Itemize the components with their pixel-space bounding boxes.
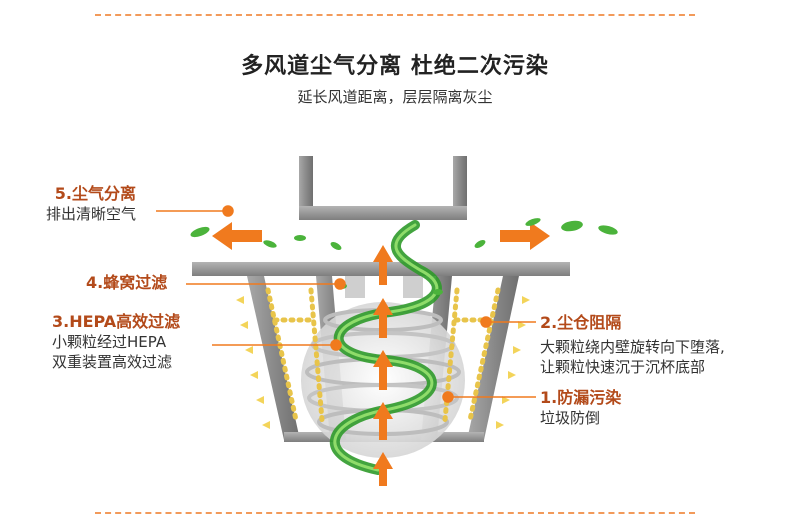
leader-lines bbox=[156, 205, 536, 403]
label-leak-prevention: 1.防漏污染 垃圾防倒 bbox=[540, 388, 621, 428]
bottom-dashed-divider bbox=[95, 512, 695, 514]
outflow-arrows bbox=[236, 296, 530, 429]
airflow-spiral bbox=[329, 220, 442, 475]
hepa-dots bbox=[265, 287, 501, 423]
page-subtitle: 延长风道距离，层层隔离灰尘 bbox=[297, 88, 493, 106]
page-title: 多风道尘气分离 杜绝二次污染 bbox=[241, 54, 549, 79]
label-dust-bin-barrier: 2.尘仓阻隔 大颗粒绕内壁旋转向下堕落, 让颗粒快速沉于沉杯底部 bbox=[540, 313, 725, 377]
central-up-arrows bbox=[373, 245, 393, 486]
label-3-desc-1: 小颗粒经过HEPA bbox=[52, 333, 167, 351]
label-1-desc: 垃圾防倒 bbox=[540, 409, 601, 427]
label-honeycomb-filter: 4.蜂窝过滤 bbox=[86, 273, 167, 293]
label-5-heading: 5.尘气分离 bbox=[54, 184, 137, 203]
exhaust-arrows bbox=[212, 222, 550, 250]
leaf-particles bbox=[190, 218, 618, 295]
label-1-heading: 1.防漏污染 bbox=[540, 388, 622, 407]
label-2-desc-2: 让颗粒快速沉于沉杯底部 bbox=[540, 358, 706, 376]
outlet-channel bbox=[299, 156, 467, 220]
label-4-heading: 4.蜂窝过滤 bbox=[86, 273, 168, 292]
label-2-desc-1: 大颗粒绕内壁旋转向下堕落, bbox=[540, 338, 725, 356]
label-2-heading: 2.尘仓阻隔 bbox=[540, 313, 622, 332]
label-3-heading: 3.HEPA高效过滤 bbox=[52, 312, 181, 331]
label-dust-air-separation: 5.尘气分离 排出清晰空气 bbox=[46, 184, 136, 224]
label-3-desc-2: 双重装置高效过滤 bbox=[52, 353, 173, 371]
label-hepa-filter: 3.HEPA高效过滤 小颗粒经过HEPA 双重装置高效过滤 bbox=[52, 312, 180, 372]
honeycomb-block bbox=[345, 276, 423, 298]
top-dashed-divider bbox=[95, 14, 695, 16]
label-5-desc: 排出清晰空气 bbox=[46, 205, 137, 223]
